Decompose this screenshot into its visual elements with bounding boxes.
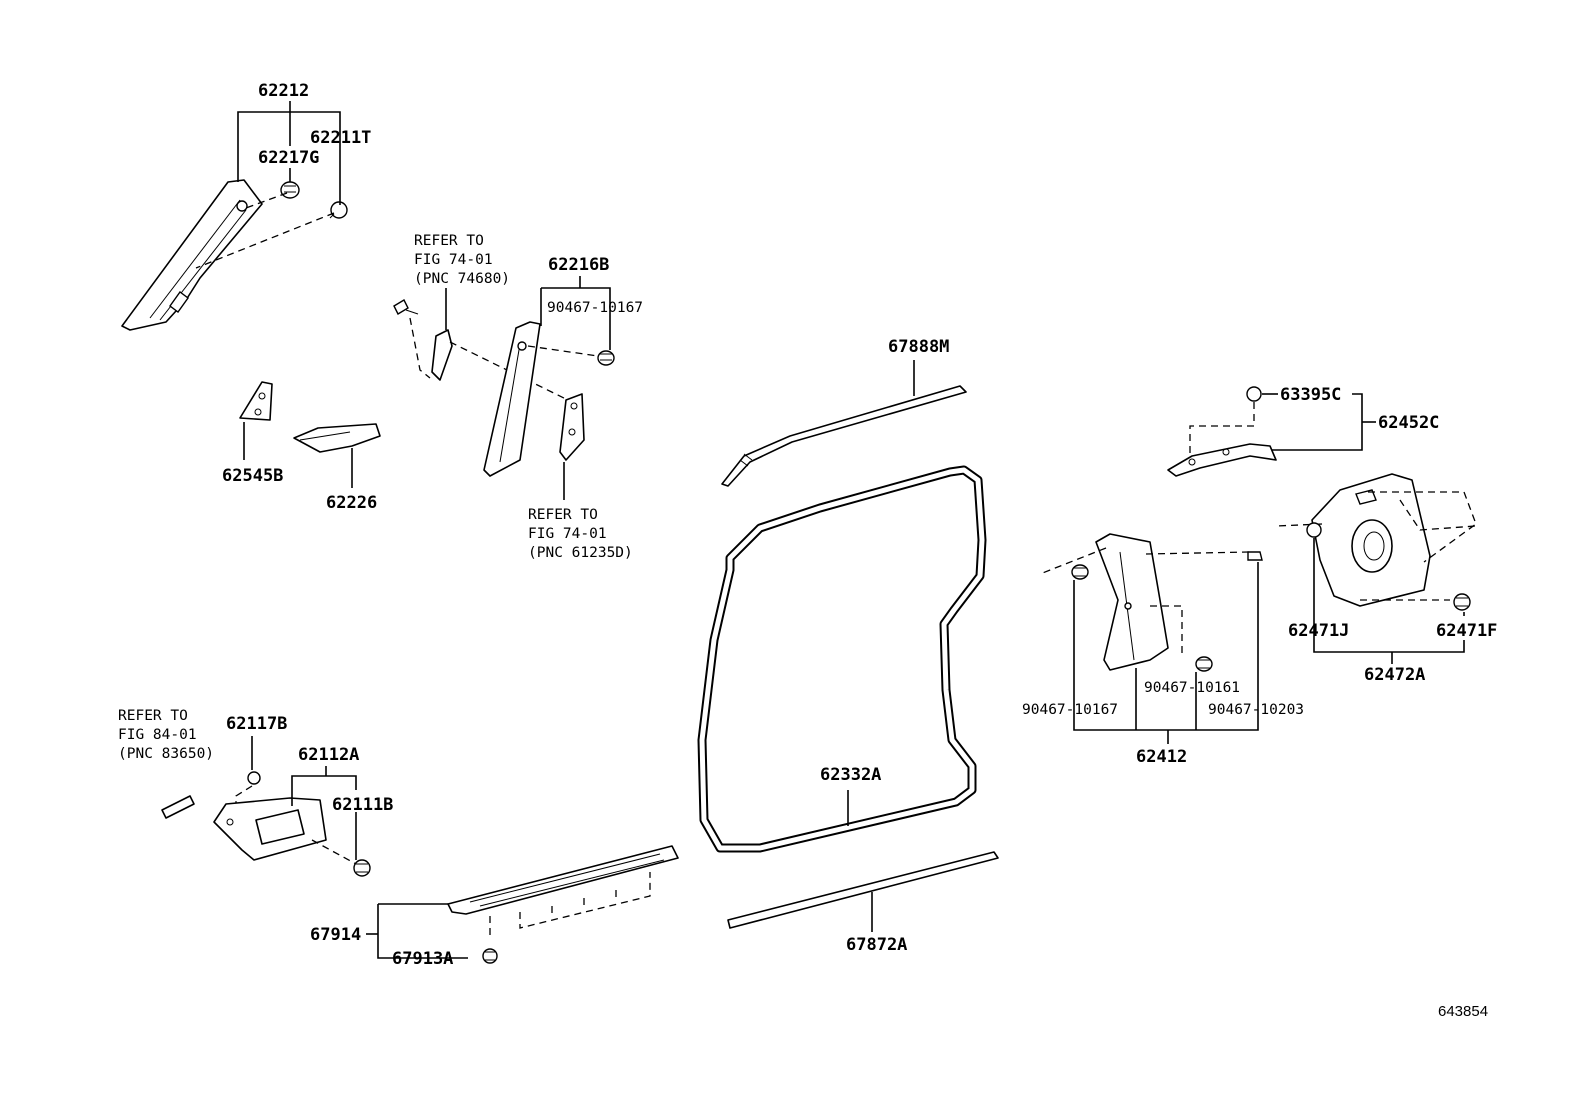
label-62545B: 62545B: [222, 466, 283, 486]
label-90467-10161: 90467-10161: [1144, 680, 1240, 696]
weatherstrip-67872A: [727, 851, 999, 929]
label-67872A: 67872A: [846, 935, 907, 955]
label-67913A: 67913A: [392, 949, 453, 969]
label-67888M: 67888M: [888, 337, 949, 357]
note-ref-74680: REFER TO FIG 74-01 (PNC 74680): [414, 233, 510, 287]
label-62226: 62226: [326, 493, 377, 513]
label-62111B: 62111B: [332, 795, 393, 815]
note-ref-83650-line2: FIG 84-01: [118, 727, 197, 743]
note-ref-61235D-line2: FIG 74-01: [528, 526, 607, 542]
label-90467-10203: 90467-10203: [1208, 702, 1304, 718]
clip-62471J: [1306, 522, 1322, 538]
bolt-screw: [393, 299, 419, 315]
label-62212: 62212: [258, 81, 309, 101]
note-ref-83650-line1: REFER TO: [118, 708, 188, 724]
quarter-trim-62472A: [1311, 473, 1431, 607]
clip-62217G: [280, 181, 300, 199]
clip-90467-10203: [1247, 551, 1263, 561]
bracket-61235D: [559, 393, 585, 461]
label-62471F: 62471F: [1436, 621, 1497, 641]
label-62217G: 62217G: [258, 148, 319, 168]
clip-62117B: [247, 771, 261, 785]
clip-90467-10167-top: [597, 350, 615, 366]
label-62112A: 62112A: [298, 745, 359, 765]
clip-62211T: [329, 201, 348, 219]
pin-83650: [161, 795, 195, 819]
a-pillar-garnish: [121, 179, 263, 331]
pillar-trim-62412: [1095, 533, 1169, 671]
weatherstrip-67888M: [721, 385, 967, 487]
note-ref-61235D-line1: REFER TO: [528, 507, 598, 523]
bracket-62545B: [239, 381, 273, 421]
clip-63395C: [1246, 386, 1262, 402]
label-62472A: 62472A: [1364, 665, 1425, 685]
garnish-62112A: [213, 797, 327, 861]
label-62216B: 62216B: [548, 255, 609, 275]
clip-62111B: [353, 859, 371, 877]
note-ref-74680-line3: (PNC 74680): [414, 271, 510, 287]
label-63395C: 63395C: [1280, 385, 1341, 405]
note-ref-74680-line1: REFER TO: [414, 233, 484, 249]
label-90467-10167-right: 90467-10167: [1022, 702, 1118, 718]
bracket-plate: [431, 329, 453, 381]
label-62471J: 62471J: [1288, 621, 1349, 641]
label-67914: 67914: [310, 925, 361, 945]
clip-67913A: [482, 948, 498, 964]
label-90467-10167-top: 90467-10167: [547, 300, 643, 316]
note-ref-74680-line2: FIG 74-01: [414, 252, 493, 268]
note-ref-83650-line3: (PNC 83650): [118, 746, 214, 762]
assist-grip-62226: [293, 423, 381, 453]
note-ref-61235D: REFER TO FIG 74-01 (PNC 61235D): [528, 507, 633, 561]
note-ref-61235D-line3: (PNC 61235D): [528, 545, 633, 561]
scuff-plate-67914: [447, 845, 679, 915]
pillar-trim-62216B: [483, 321, 541, 477]
label-62211T: 62211T: [310, 128, 371, 148]
garnish-62452C: [1167, 443, 1277, 477]
label-62117B: 62117B: [226, 714, 287, 734]
figure-number: 643854: [1438, 1003, 1488, 1020]
clip-62471F: [1453, 593, 1471, 611]
clip-90467-10161: [1195, 656, 1213, 672]
clip-90467-10167-right: [1071, 564, 1089, 580]
label-62412: 62412: [1136, 747, 1187, 767]
note-ref-83650: REFER TO FIG 84-01 (PNC 83650): [118, 708, 214, 762]
label-62332A: 62332A: [820, 765, 881, 785]
label-62452C: 62452C: [1378, 413, 1439, 433]
door-weatherstrip-62332A: [697, 465, 987, 853]
